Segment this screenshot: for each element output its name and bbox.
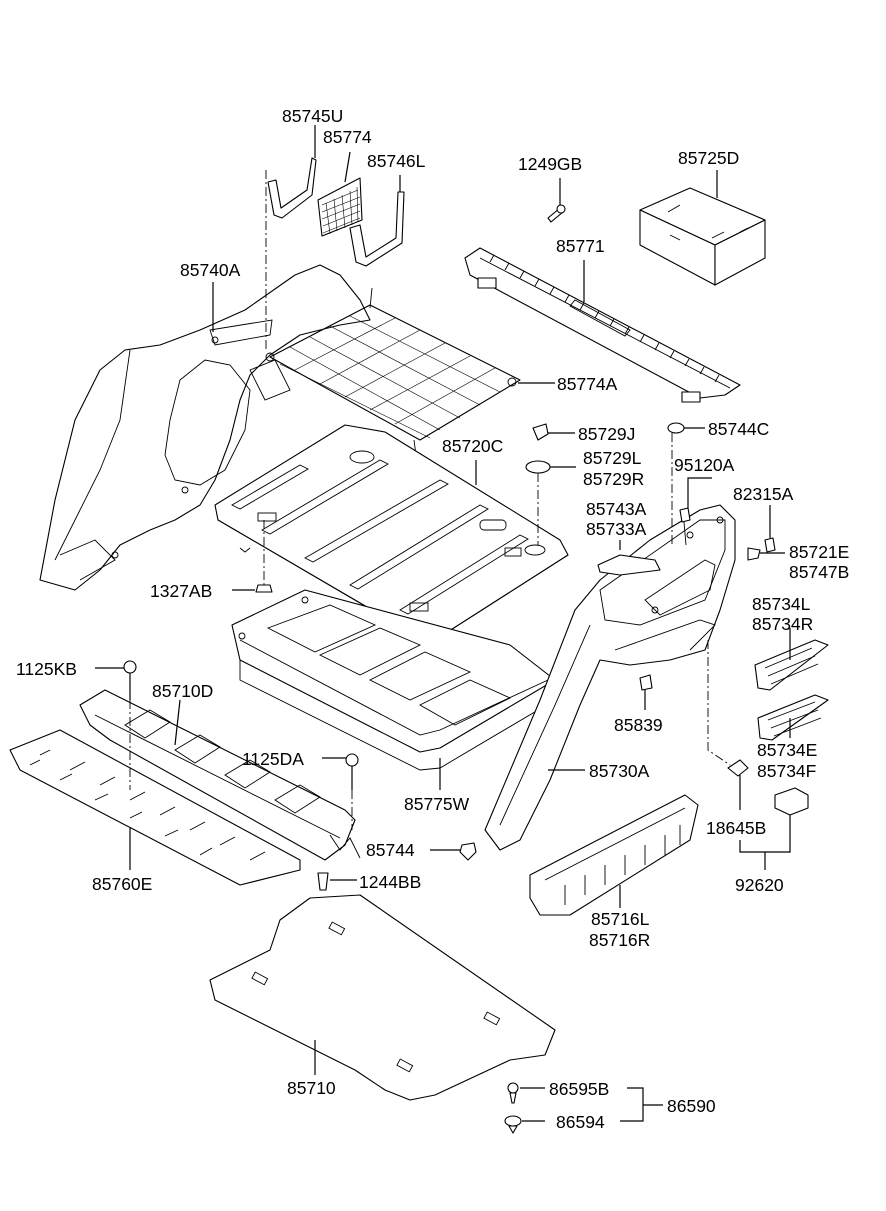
label-85744c: 85744C (708, 419, 769, 439)
leader-lines (95, 125, 791, 1122)
label-85740a: 85740A (180, 260, 241, 280)
net-hook-85745u[interactable] (267, 157, 317, 219)
label-86595b: 86595B (549, 1079, 609, 1099)
label-1125kb: 1125KB (16, 659, 77, 679)
floor-panel-85760e[interactable] (9, 729, 301, 886)
label-85720c: 85720C (442, 436, 503, 456)
label-85747b: 85747B (789, 562, 849, 582)
net-hook-85746l[interactable] (349, 191, 405, 267)
label-85744: 85744 (366, 840, 415, 860)
label-85729r: 85729R (583, 469, 644, 489)
grille-85734e[interactable] (757, 694, 829, 741)
label-85729j: 85729J (578, 424, 635, 444)
label-85839: 85839 (614, 715, 663, 735)
label-85743a: 85743A (586, 499, 647, 519)
clip-85744[interactable] (459, 842, 477, 861)
cover-85743a[interactable] (597, 554, 661, 576)
label-85710: 85710 (287, 1078, 336, 1098)
side-tray-85716l[interactable] (529, 794, 699, 916)
sensor-95120a[interactable] (679, 507, 691, 546)
label-1327ab: 1327AB (150, 581, 212, 601)
screw-86595b[interactable] (507, 1082, 519, 1104)
label-85734l: 85734L (752, 594, 811, 614)
label-85746l: 85746L (367, 151, 426, 171)
part-number-labels: 85745U 85774 85746L 1249GB 85725D 85740A… (16, 106, 849, 1132)
label-85730a: 85730A (589, 761, 650, 781)
grommet-85729l[interactable] (525, 460, 551, 545)
label-85716l: 85716L (591, 909, 650, 929)
grille-85734l[interactable] (754, 639, 829, 691)
label-85721e: 85721E (789, 542, 849, 562)
cargo-net-85774a[interactable] (265, 287, 521, 456)
label-95120a: 95120A (674, 455, 735, 475)
label-86594: 86594 (556, 1112, 605, 1132)
label-85710d: 85710D (152, 681, 213, 701)
label-85725d: 85725D (678, 148, 739, 168)
bolt-1125da[interactable] (345, 753, 359, 830)
label-86590: 86590 (667, 1096, 716, 1116)
label-85734e: 85734E (757, 740, 817, 760)
clip-85721e[interactable] (747, 547, 761, 561)
lamp-92620[interactable] (774, 787, 809, 816)
label-85716r: 85716R (589, 930, 650, 950)
label-85734r: 85734R (752, 614, 813, 634)
net-pocket-85774[interactable] (317, 177, 363, 237)
label-85733a: 85733A (586, 519, 647, 539)
label-1244bb: 1244BB (359, 872, 421, 892)
label-82315a: 82315A (733, 484, 794, 504)
label-1125da: 1125DA (242, 749, 304, 769)
bolt-1125kb[interactable] (123, 660, 137, 790)
clip-85729j[interactable] (532, 423, 549, 441)
bolt-82315a[interactable] (764, 537, 776, 553)
clip-86594[interactable] (504, 1115, 522, 1134)
clip-85839[interactable] (639, 674, 653, 691)
label-85774: 85774 (323, 127, 372, 147)
screw-1249gb[interactable] (547, 204, 566, 223)
floor-carpet-85710[interactable] (209, 894, 556, 1101)
label-85745u: 85745U (282, 106, 343, 126)
label-85734f: 85734F (757, 761, 816, 781)
bulb-18645b[interactable] (707, 640, 749, 777)
label-85771: 85771 (556, 236, 605, 256)
side-trim-85740a[interactable] (39, 264, 371, 591)
under-tray-85775w[interactable] (231, 589, 556, 771)
label-85775w: 85775W (404, 794, 470, 814)
cross-member-85710d[interactable] (79, 689, 361, 861)
side-trim-85730a[interactable] (484, 504, 736, 851)
luggage-board-85720c[interactable] (214, 424, 569, 641)
label-85760e: 85760E (92, 874, 152, 894)
label-85729l: 85729L (583, 448, 642, 468)
bolt-1244bb[interactable] (317, 872, 329, 891)
label-92620: 92620 (735, 875, 784, 895)
nut-1327ab[interactable] (255, 520, 273, 593)
label-1249gb: 1249GB (518, 154, 582, 174)
sill-plate-85771[interactable] (464, 247, 741, 403)
storage-box-85725d[interactable] (639, 187, 766, 286)
label-18645b: 18645B (706, 818, 766, 838)
label-85774a: 85774A (557, 374, 618, 394)
